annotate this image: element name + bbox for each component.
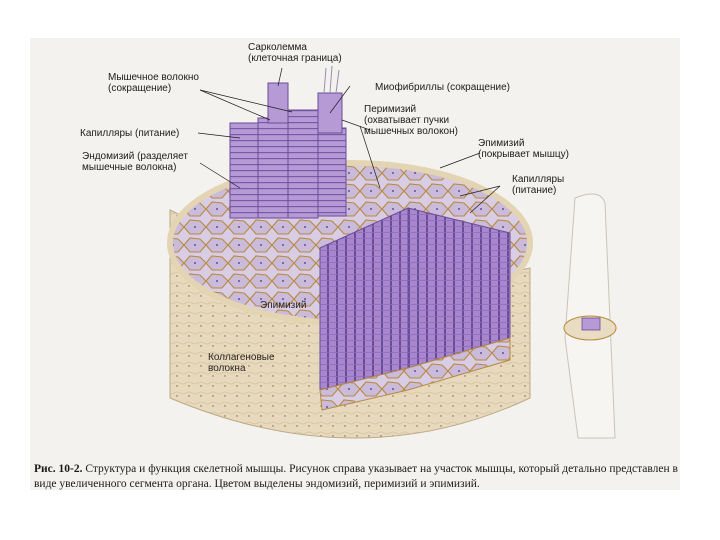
caption-text: Структура и функция скелетной мышцы. Рис… [34,463,678,490]
label-capillaries-right: Капилляры (питание) [512,174,565,196]
muscle-diagram: Сарколемма (клеточная граница) Мышечное … [30,38,680,490]
figure-caption: Рис. 10-2. Структура и функция скелетной… [34,462,684,492]
label-muscle-fiber: Мышечное волокно (сокращение) [108,72,199,94]
label-endomysium: Эндомизий (разделяет мышечные волокна) [82,151,188,173]
label-capillaries-left: Капилляры (питание) [80,128,180,139]
label-sarcolemma: Сарколемма (клеточная граница) [248,42,342,64]
label-collagen-fibers: Коллагеновые волокна [208,352,275,374]
muscle-illustration [167,65,617,439]
label-epimysium-right: Эпимизий (покрывает мышцу) [478,138,569,160]
label-perimysium: Перимизий (охватывает пучки мышечных вол… [364,104,458,137]
figure-number: Рис. 10-2. [34,463,83,475]
label-myofibrils: Миофибриллы (сокращение) [375,82,510,93]
label-epimysium-body: Эпимизий [260,300,307,311]
